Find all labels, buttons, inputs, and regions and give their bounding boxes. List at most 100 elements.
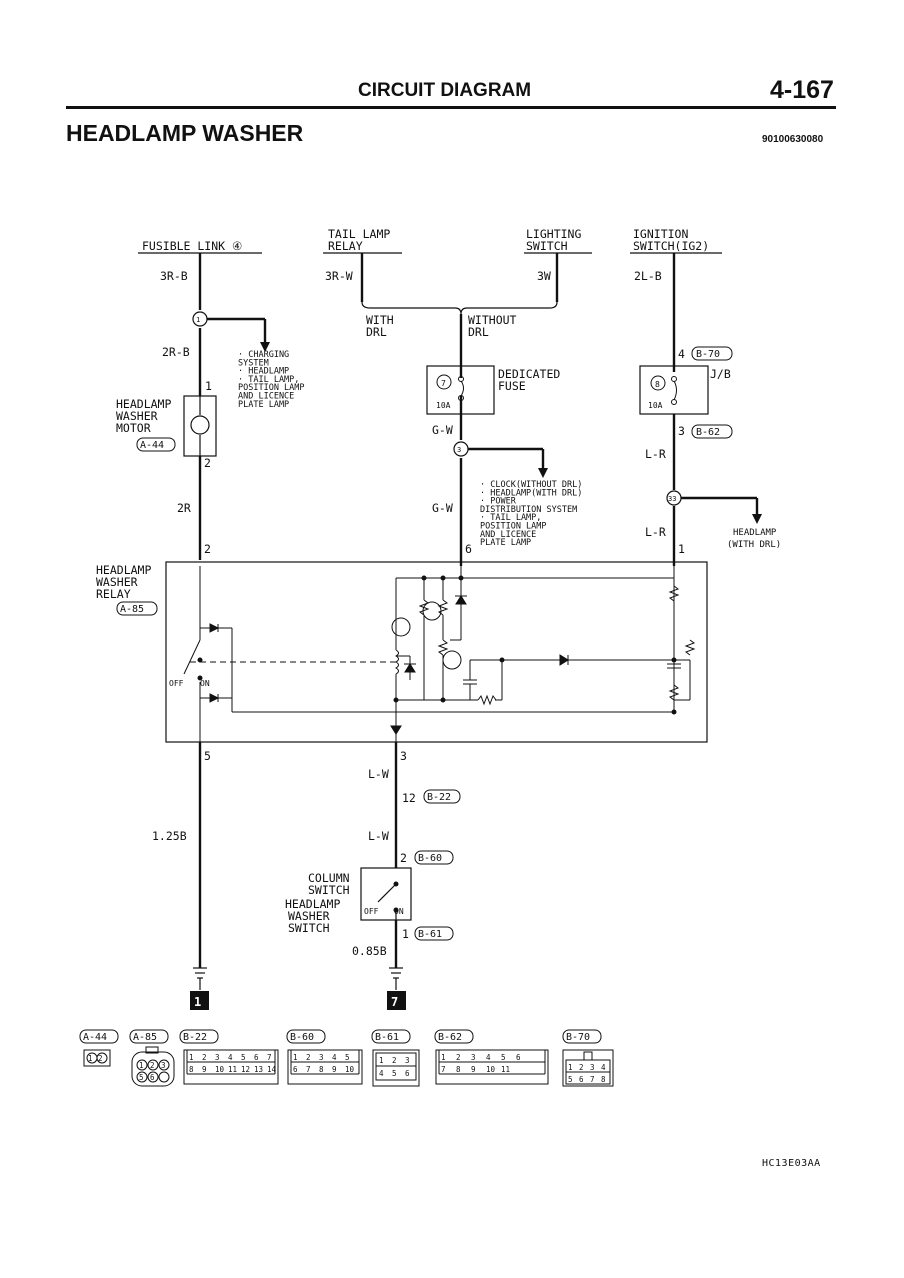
connector-pin-number: 6 (150, 1073, 155, 1082)
connector-pin-number: 3 (405, 1056, 410, 1065)
connector-pin-number: 2 (202, 1053, 207, 1062)
connector-pin-number: 1 (379, 1056, 384, 1065)
connector-pin-number: 5 (501, 1053, 506, 1062)
connector-tags-row (79, 1029, 602, 1044)
connector-view-b70 (562, 1049, 614, 1087)
connector-view-label: B-22 (183, 1032, 207, 1043)
connector-pin-number: 2 (306, 1053, 311, 1062)
label-with-drl-1: WITH (366, 313, 394, 327)
connector-tag-a85 (116, 601, 158, 616)
dedicated-fuse-label-2: FUSE (498, 379, 526, 393)
splice-1-arrow (260, 342, 270, 352)
connector-view-label: B-61 (375, 1032, 399, 1043)
splice-3-note: · HEADLAMP(WITH DRL) (480, 488, 582, 498)
figure-code: HC13E03AA (762, 1158, 821, 1169)
motor-pin-top: 1 (205, 379, 212, 393)
connector-pin-number: 10 (215, 1065, 225, 1074)
connector-pin-number: 5 (241, 1053, 246, 1062)
dedicated-fuse-rating: 10A (436, 401, 451, 410)
connector-view-b22 (183, 1049, 279, 1085)
splice-3-note: PLATE LAMP (480, 538, 531, 548)
connector-view-b60 (287, 1049, 363, 1085)
splice-1-note: PLATE LAMP (238, 400, 289, 410)
connector-pin-number: 11 (228, 1065, 237, 1074)
splice-3-note: · POWER (480, 497, 517, 507)
connector-tag-a44 (136, 437, 176, 452)
connector-pin-number: 5 (139, 1073, 144, 1082)
header-rule (66, 106, 836, 109)
wire-label-lr-2: L-R (645, 525, 666, 539)
jb-label: J/B (710, 367, 731, 381)
column-switch-on-label: ON (394, 907, 404, 916)
splice-1-note: · CHARGING (238, 350, 289, 360)
connector-pin-number: 6 (254, 1053, 259, 1062)
splice-3-number: 3 (457, 446, 461, 454)
column-switch (360, 867, 412, 921)
connector-pin-number: 13 (254, 1065, 263, 1074)
connector-pin-number: 1 (139, 1061, 144, 1070)
column-switch-conn-top: B-60 (418, 853, 442, 864)
connector-pin-number: 3 (215, 1053, 220, 1062)
wire-label-3rw: 3R-W (325, 269, 353, 283)
jb-conn-top: B-70 (696, 349, 720, 360)
wire-label-2rb: 2R-B (162, 345, 190, 359)
splice-1-number: 1 (196, 316, 200, 324)
connector-pin-number: 5 (345, 1053, 350, 1062)
connector-tag-b62 (691, 424, 733, 439)
relay-label-1: HEADLAMP (96, 563, 151, 577)
connector-pin-number: 3 (471, 1053, 476, 1062)
column-switch-conn-bottom: B-61 (418, 929, 442, 940)
connector-pin-number: 4 (486, 1053, 491, 1062)
connector-pin-number: 14 (267, 1065, 277, 1074)
connector-tag-b60 (414, 850, 454, 865)
connector-pin-number: 4 (228, 1053, 233, 1062)
splice-1-note: · TAIL LAMP, (238, 375, 299, 385)
motor-label-1: HEADLAMP (116, 397, 171, 411)
connector-pin-number: 9 (202, 1065, 207, 1074)
connector-pin-number: 12 (241, 1065, 250, 1074)
connector-pin-number: 5 (392, 1069, 397, 1078)
connector-pin-number: 6 (293, 1065, 298, 1074)
connector-pin-number: 6 (405, 1069, 410, 1078)
column-switch-sub-2: WASHER (288, 909, 330, 923)
splice-3-note: AND LICENCE (480, 530, 536, 540)
splice-1-note: AND LICENCE (238, 392, 294, 402)
connector-view-label: B-62 (438, 1032, 462, 1043)
splice-3-note: DISTRIBUTION SYSTEM (480, 505, 577, 515)
connector-pin-number: 1 (441, 1053, 446, 1062)
splice-33-note-2: (WITH DRL) (727, 540, 781, 550)
column-switch-sub-3: SWITCH (288, 921, 330, 935)
connector-pin-number: 4 (379, 1069, 384, 1078)
splice-3-note: · TAIL LAMP, (480, 513, 541, 523)
wire-label-125b: 1.25B (152, 829, 187, 843)
jb-pin-top: 4 (678, 347, 685, 361)
connector-view-a85 (131, 1046, 175, 1087)
splice-1-note: SYSTEM (238, 358, 269, 368)
connector-pin-number: 9 (471, 1065, 476, 1074)
connector-pin-number: 5 (568, 1075, 573, 1084)
splice-1-note: · HEADLAMP (238, 367, 289, 377)
b22-pin: 12 (402, 791, 416, 805)
connector-pin-number: 9 (332, 1065, 337, 1074)
dedicated-fuse-number: 7 (441, 379, 446, 388)
relay-internal-circuit (183, 566, 696, 756)
connector-pin-number: 10 (345, 1065, 355, 1074)
document-code: 90100630080 (762, 134, 824, 145)
connector-pin-number: 7 (267, 1053, 272, 1062)
b22-conn: B-22 (427, 792, 451, 803)
relay-label-3: RELAY (96, 587, 131, 601)
wire-label-3rb: 3R-B (160, 269, 188, 283)
connector-pin-number: 1 (88, 1054, 93, 1063)
ground-number-1: 1 (194, 995, 201, 1009)
label-tail-lamp-relay-1: TAIL LAMP (328, 227, 390, 241)
splice-3-arrow (538, 468, 548, 478)
wire-label-2lb: 2L-B (634, 269, 662, 283)
page-header-title: CIRCUIT DIAGRAM (358, 80, 532, 101)
connector-tag-b61 (414, 926, 454, 941)
ground-symbol-right (389, 967, 403, 990)
label-ignition-switch-1: IGNITION (633, 227, 688, 241)
label-fusible-link: FUSIBLE LINK ④ (142, 239, 242, 253)
connector-pin-number: 2 (456, 1053, 461, 1062)
dedicated-fuse-label-1: DEDICATED (498, 367, 560, 381)
